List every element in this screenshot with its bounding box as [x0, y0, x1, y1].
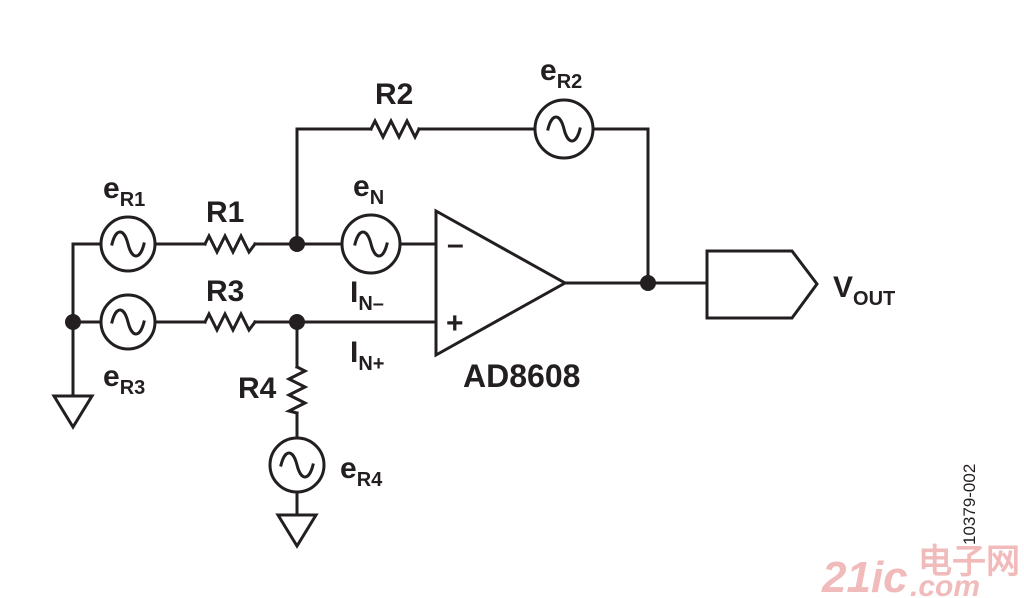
label-er2: eR2	[540, 54, 582, 93]
junction-output-node	[640, 275, 656, 291]
label-r3: R3	[206, 275, 244, 308]
er3-source	[99, 293, 157, 351]
watermark-text: 电子网	[918, 542, 1020, 582]
r2-resistor	[368, 117, 422, 141]
label-r4: R4	[238, 372, 277, 405]
label-in-plus: IN+	[350, 336, 384, 375]
ground-left	[51, 394, 95, 430]
left-ground-wire	[71, 242, 103, 398]
junction-noninverting-node	[289, 314, 305, 330]
er2-source	[533, 98, 595, 160]
label-r1: R1	[206, 196, 244, 229]
op-amp-triangle	[434, 208, 569, 358]
watermark-21ic: 21ic 电子网 .com	[821, 542, 1020, 598]
feedback-right-wire	[591, 127, 650, 285]
feedback-left-wire	[295, 127, 373, 246]
output-port-symbol	[705, 249, 819, 320]
label-er3: eR3	[103, 360, 145, 399]
label-part-number: AD8608	[463, 358, 580, 394]
label-r2: R2	[375, 78, 413, 111]
er4-source	[268, 436, 326, 494]
junction-inverting-node	[289, 236, 305, 252]
er1-source	[99, 215, 157, 273]
label-er4: eR4	[340, 452, 383, 491]
label-er1: eR1	[103, 172, 145, 211]
watermark-domain: .com	[910, 570, 980, 598]
figure-id: 10379-002	[960, 464, 979, 545]
en-source	[340, 213, 402, 275]
junction-ground-node	[65, 314, 81, 330]
r1-resistor	[202, 232, 258, 256]
watermark-number: 21ic	[821, 553, 908, 598]
label-vout: VOUT	[833, 271, 895, 310]
label-en: eN	[353, 170, 384, 209]
ground-er4	[275, 513, 319, 549]
wires	[71, 127, 709, 517]
r3-resistor	[202, 310, 258, 334]
label-noninverting-input: +	[446, 307, 464, 340]
label-in-minus: IN–	[350, 276, 384, 315]
r4-resistor	[284, 364, 309, 415]
label-inverting-input: –	[447, 228, 464, 261]
